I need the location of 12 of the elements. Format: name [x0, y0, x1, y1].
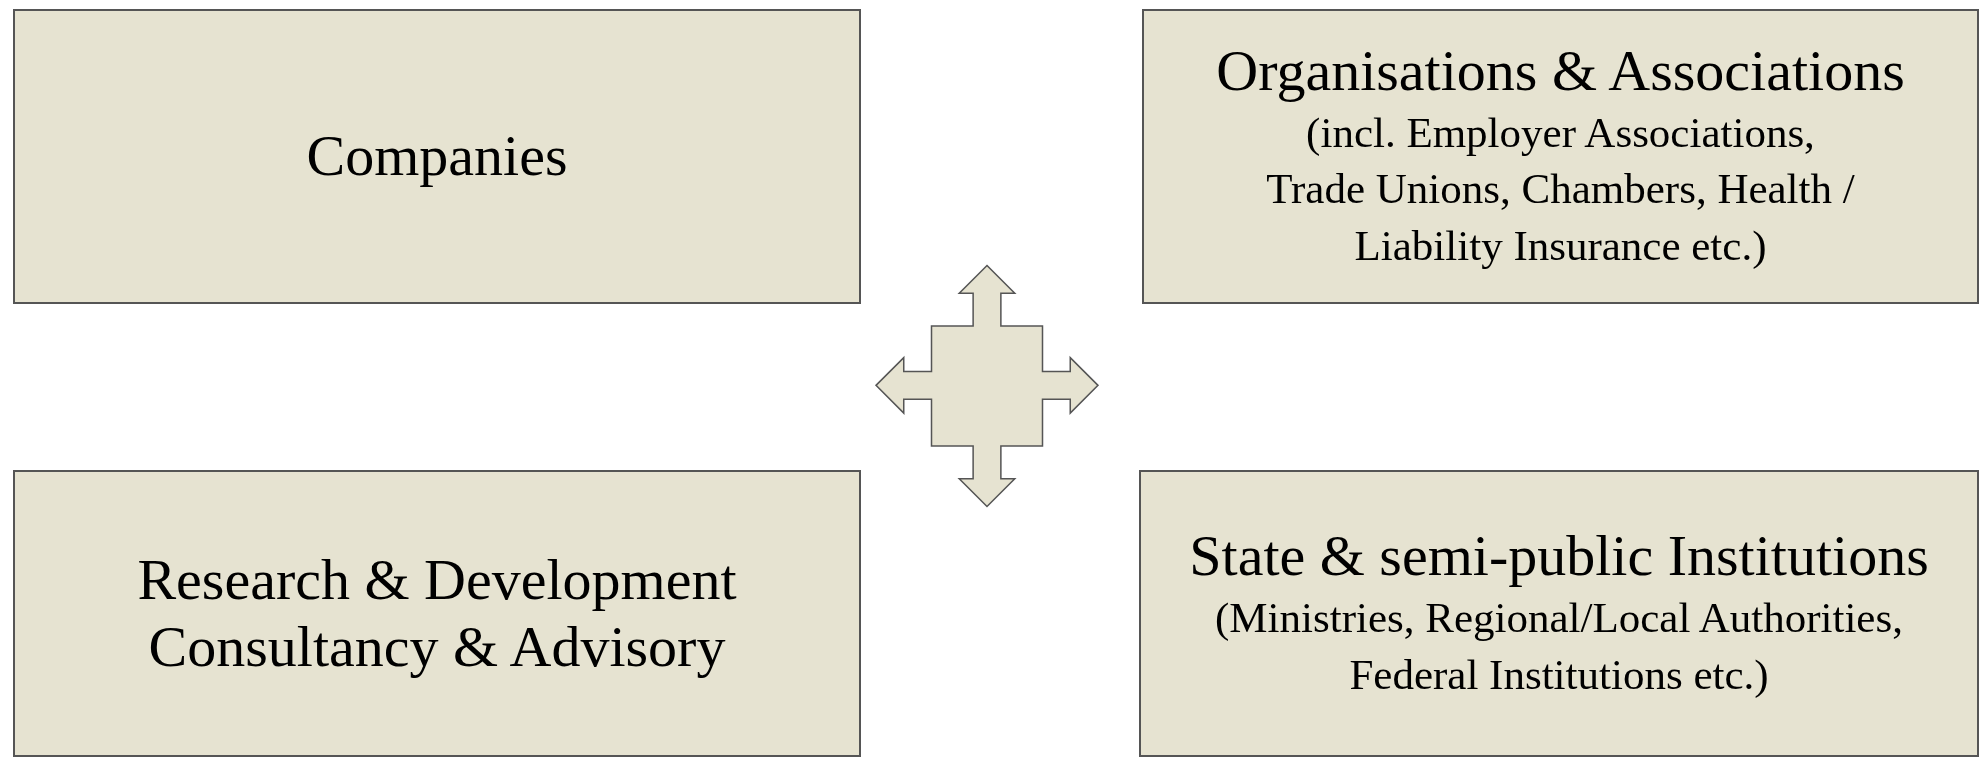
box-text: (incl. Employer Associations, Trade Unions, Chambers, Health / Liability Insurance etc.) [1265, 107, 1856, 272]
category-box [13, 470, 861, 757]
box-text: Consultancy & Advisory [148, 613, 726, 681]
category-box [13, 9, 861, 304]
category-box [1139, 470, 1979, 757]
box-text: (Ministries, Regional/Local Authorities, Federal Institutions etc.) [1214, 593, 1904, 700]
box-title: Research & Development [137, 546, 737, 614]
box-title: Companies [306, 123, 568, 190]
category-box [1142, 9, 1979, 304]
box-title: Organisations & Associations [1216, 38, 1905, 105]
box-title: State & semi-public Institutions [1189, 523, 1929, 591]
four-way-arrow [876, 265, 1098, 507]
